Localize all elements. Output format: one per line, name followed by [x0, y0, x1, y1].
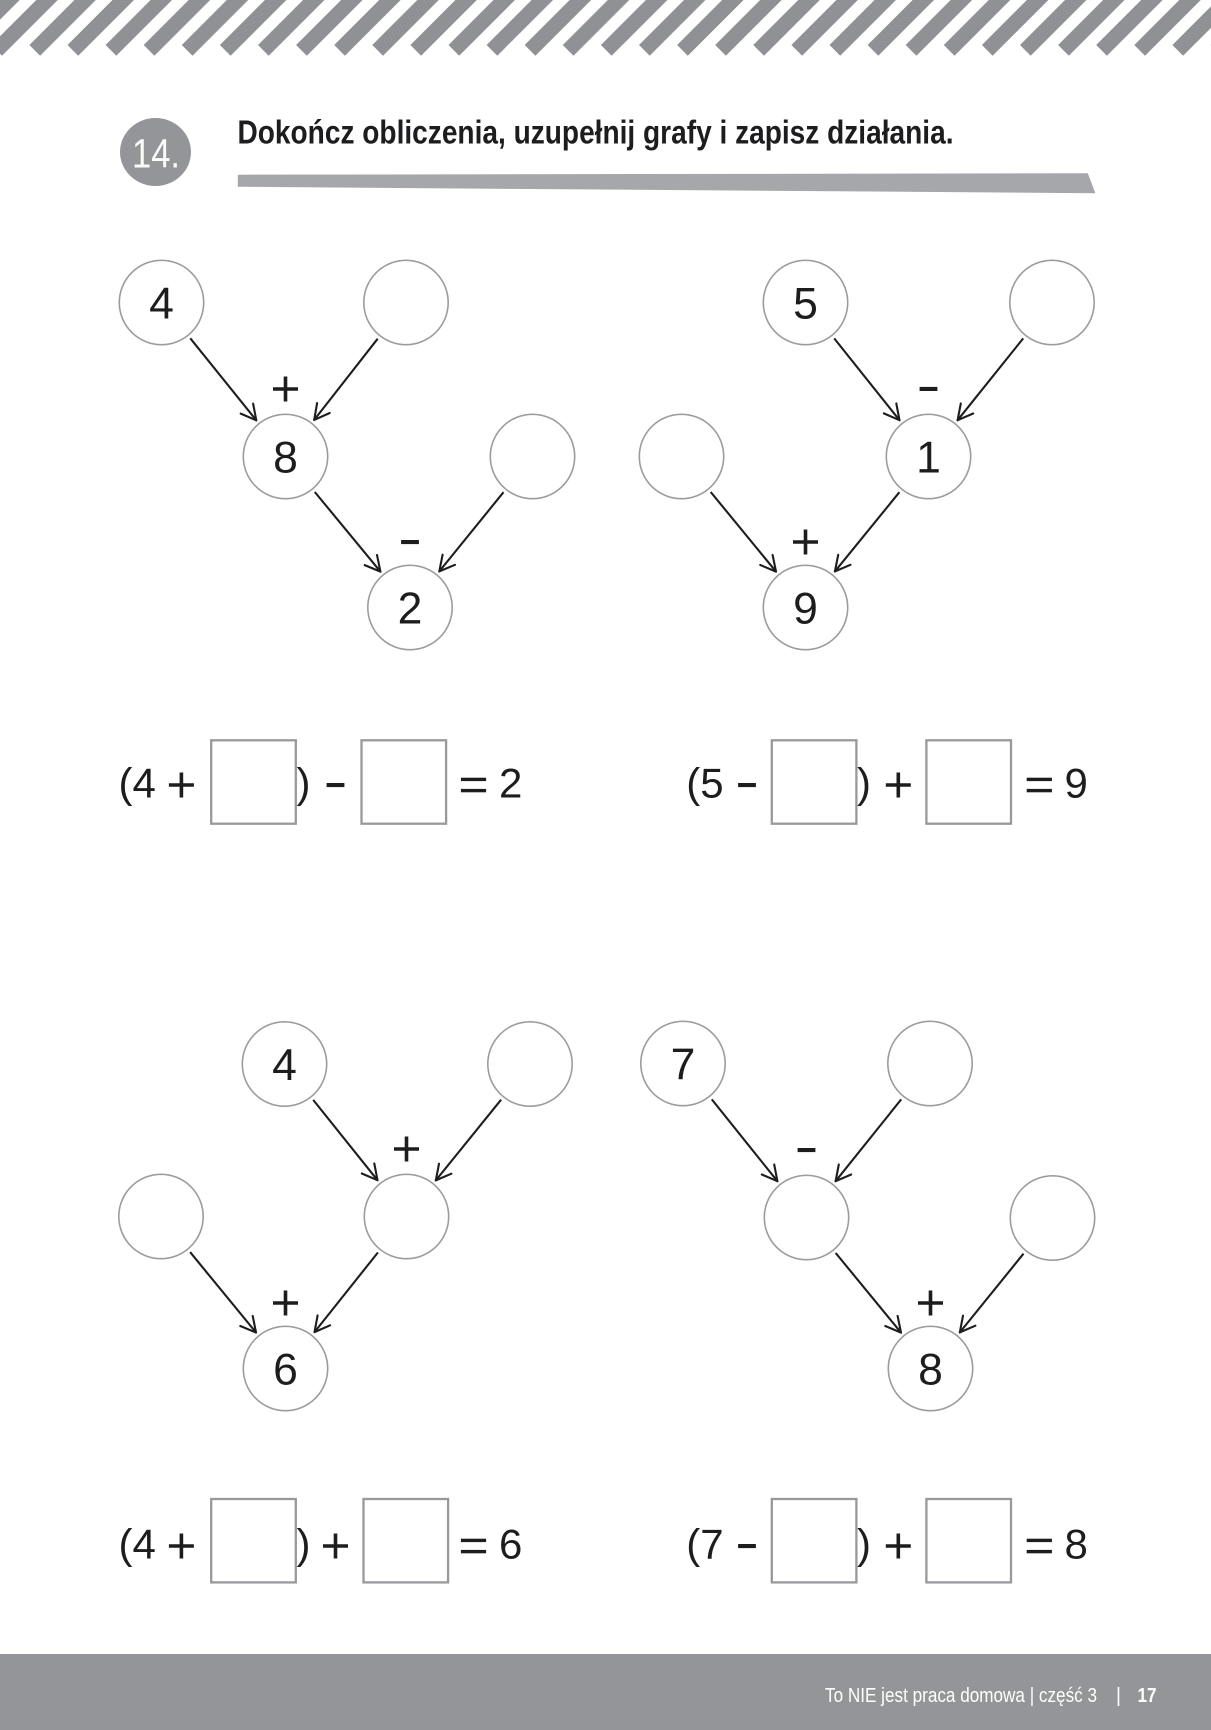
- svg-text:8: 8: [1065, 1521, 1088, 1568]
- svg-text:6: 6: [273, 1346, 298, 1395]
- svg-text:1: 1: [916, 434, 941, 483]
- svg-text:(4: (4: [119, 760, 156, 807]
- svg-text:2: 2: [398, 585, 423, 634]
- svg-text:2: 2: [499, 760, 522, 807]
- svg-text:8: 8: [273, 434, 298, 483]
- svg-text:8: 8: [918, 1346, 943, 1395]
- svg-text:4: 4: [149, 280, 174, 329]
- svg-text:9: 9: [793, 585, 818, 634]
- svg-text:): ): [297, 1521, 311, 1568]
- svg-text:9: 9: [1065, 760, 1088, 807]
- svg-text:To NIE jest praca domowa | czę: To NIE jest praca domowa | część 3: [825, 1685, 1097, 1707]
- svg-text:): ): [857, 1521, 871, 1568]
- svg-text:|: |: [1116, 1685, 1121, 1707]
- svg-text:): ): [297, 760, 311, 807]
- svg-text:(5: (5: [686, 760, 723, 807]
- svg-text:(7: (7: [686, 1521, 723, 1568]
- svg-text:14.: 14.: [132, 131, 180, 177]
- svg-text:7: 7: [671, 1041, 696, 1090]
- svg-text:Dokończ obliczenia, uzupełnij: Dokończ obliczenia, uzupełnij grafy i za…: [238, 114, 954, 151]
- svg-text:6: 6: [499, 1521, 522, 1568]
- svg-text:): ): [857, 760, 871, 807]
- svg-text:(4: (4: [119, 1521, 156, 1568]
- svg-text:4: 4: [272, 1041, 297, 1090]
- svg-text:17: 17: [1138, 1685, 1157, 1707]
- svg-text:5: 5: [793, 280, 818, 329]
